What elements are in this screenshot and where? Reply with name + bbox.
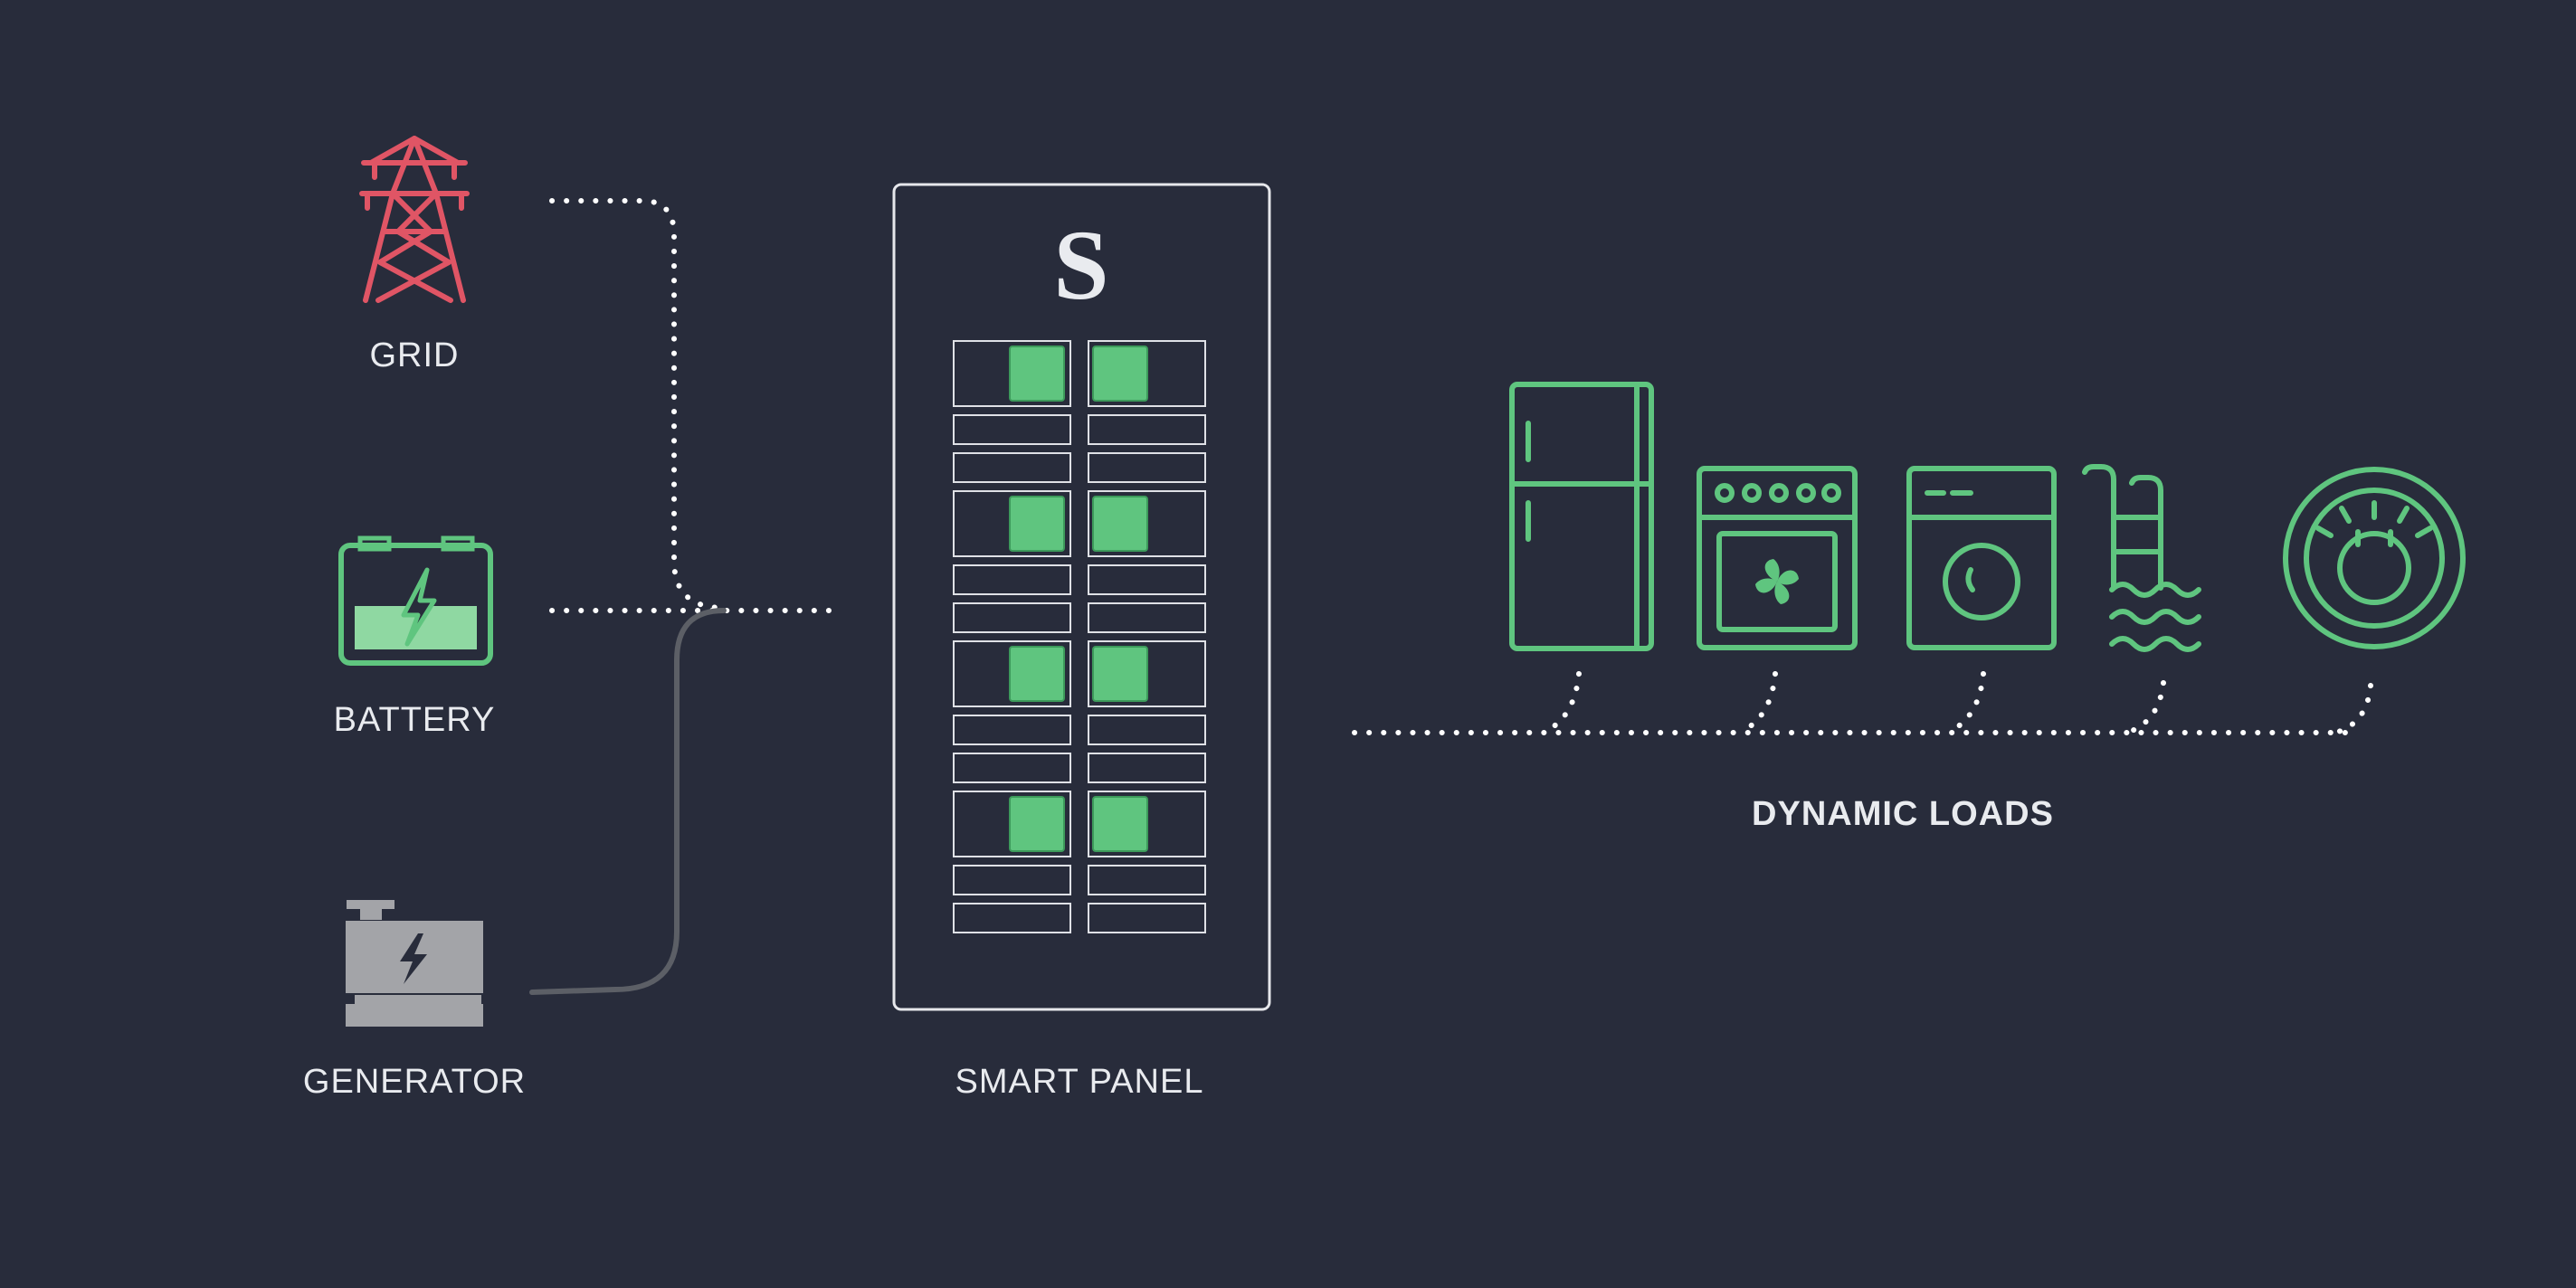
- breaker-slot: [1088, 865, 1206, 895]
- washing-machine-icon: [1906, 466, 2057, 650]
- load-connections: [1352, 671, 2373, 735]
- panel-logo: S: [1053, 210, 1108, 320]
- dynamic-loads-label: DYNAMIC LOADS: [1752, 795, 2054, 833]
- breaker-slot: [1088, 490, 1206, 557]
- breaker-slot: [1088, 452, 1206, 483]
- breaker-slot: [1088, 903, 1206, 933]
- oven-drop-line: [1736, 671, 1778, 735]
- breaker-switch-on: [1092, 346, 1148, 402]
- generator-label: GENERATOR: [303, 1063, 526, 1101]
- washer-drop-line: [1944, 671, 1986, 735]
- breaker-slot: [1088, 753, 1206, 783]
- breaker-slot: [953, 340, 1071, 407]
- thermostat-icon: [2283, 467, 2466, 649]
- breaker-switch-on: [1009, 346, 1065, 402]
- breaker-slot: [953, 865, 1071, 895]
- breaker-slot: [1088, 340, 1206, 407]
- pool-drop-line: [2124, 680, 2166, 735]
- breaker-slot: [953, 490, 1071, 557]
- power-tower-icon: [359, 136, 470, 303]
- breaker-slot: [1088, 602, 1206, 633]
- grid-connection-line: [549, 198, 727, 611]
- breaker-switch-on: [1009, 496, 1065, 552]
- thermostat-drop-line: [2333, 683, 2373, 735]
- generator-icon: [346, 900, 483, 1027]
- breaker-switch-on: [1092, 796, 1148, 852]
- refrigerator-icon: [1509, 382, 1654, 651]
- smart-panel-label: SMART PANEL: [955, 1063, 1204, 1101]
- breaker-slot: [953, 414, 1071, 445]
- breaker-slot: [1088, 791, 1206, 857]
- breaker-slot: [953, 602, 1071, 633]
- generator-connection-line: [529, 608, 727, 995]
- battery-icon: [338, 535, 493, 666]
- grid-label: GRID: [370, 336, 460, 374]
- source-connections: [529, 198, 844, 995]
- breaker-slot: [953, 715, 1071, 745]
- fridge-drop-line: [1540, 671, 1582, 735]
- breaker-grid: [953, 340, 1206, 933]
- breaker-switch-on: [1092, 646, 1148, 702]
- breaker-slot: [953, 564, 1071, 595]
- pool-icon: [2082, 464, 2201, 652]
- breaker-switch-on: [1092, 496, 1148, 552]
- smart-panel: S: [892, 183, 1271, 1011]
- breaker-slot: [953, 452, 1071, 483]
- breaker-slot: [1088, 564, 1206, 595]
- breaker-slot: [953, 753, 1071, 783]
- panel-frame: [892, 183, 1271, 1011]
- breaker-slot: [953, 791, 1071, 857]
- breaker-slot: [1088, 414, 1206, 445]
- breaker-switch-on: [1009, 646, 1065, 702]
- breaker-slot: [953, 903, 1071, 933]
- oven-icon: [1697, 466, 1858, 650]
- breaker-slot: [953, 640, 1071, 707]
- breaker-slot: [1088, 640, 1206, 707]
- breaker-switch-on: [1009, 796, 1065, 852]
- battery-label: BATTERY: [334, 701, 496, 739]
- breaker-slot: [1088, 715, 1206, 745]
